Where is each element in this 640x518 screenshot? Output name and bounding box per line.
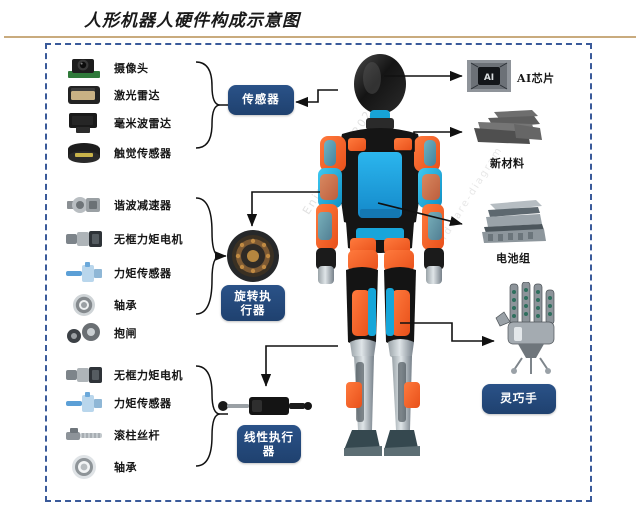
- linear-actuator-group-box[interactable]: 线性执行 器: [237, 425, 301, 463]
- carbon-fiber-sheets-icon: [474, 110, 542, 144]
- component-label: 谐波减速器: [114, 199, 172, 212]
- component-label: 无框力矩电机: [114, 233, 183, 246]
- component-label: 力矩传感器: [114, 267, 172, 280]
- camera-module-icon: [62, 55, 106, 81]
- linear-actuator-module-icon: [218, 397, 312, 415]
- ai-chip-icon: AI: [467, 60, 511, 92]
- dexterous-hand-label: 灵巧手: [500, 391, 538, 406]
- list-item: 激光雷达: [62, 82, 160, 108]
- sensors-group-label: 传感器: [242, 92, 280, 107]
- list-item: 触觉传感器: [62, 140, 172, 166]
- list-item: 轴承: [62, 454, 137, 480]
- humanoid-robot-illustration: [316, 54, 444, 456]
- list-item: 无框力矩电机: [62, 362, 183, 388]
- list-item: 力矩传感器: [62, 260, 172, 286]
- rotary-actuator-module-icon: [227, 230, 279, 282]
- component-label: 激光雷达: [114, 89, 160, 102]
- rotary-actuator-label-line1: 旋转执: [234, 288, 272, 303]
- list-item: 无框力矩电机: [62, 226, 183, 252]
- list-item: 轴承: [62, 292, 137, 318]
- battery-pack-icon: [482, 200, 546, 243]
- list-item: 力矩传感器: [62, 390, 172, 416]
- bearing-icon: [62, 292, 106, 318]
- rotary-actuator-label-line2: 行器: [240, 303, 266, 317]
- list-item: 毫米波雷达: [62, 110, 172, 136]
- bearing-icon: [62, 454, 106, 480]
- component-label: 摄像头: [114, 62, 149, 75]
- component-label: 抱闸: [114, 327, 137, 340]
- robot-hand-icon: [495, 282, 555, 374]
- brake-icon: [62, 320, 106, 346]
- component-label: 触觉传感器: [114, 147, 172, 160]
- diagram-panel: [45, 43, 592, 502]
- page-title: 人形机器人硬件构成示意图: [84, 11, 300, 31]
- sensors-group-box[interactable]: 传感器: [228, 85, 294, 115]
- mmwave-radar-icon: [62, 110, 106, 136]
- ai-chip-label: AI芯片: [517, 72, 555, 85]
- list-item: 抱闸: [62, 320, 137, 346]
- tactile-sensor-icon: [62, 140, 106, 166]
- dexterous-hand-group-box[interactable]: 灵巧手: [482, 384, 556, 414]
- component-label: 毫米波雷达: [114, 117, 172, 130]
- title-divider: [4, 36, 636, 38]
- roller-screw-icon: [62, 422, 106, 448]
- list-item: 摄像头: [62, 55, 149, 81]
- list-item: 谐波减速器: [62, 192, 172, 218]
- linear-actuator-label-line1: 线性执行: [244, 429, 294, 444]
- torque-sensor-icon: [62, 390, 106, 416]
- harmonic-reducer-icon: [62, 192, 106, 218]
- component-label: 无框力矩电机: [114, 369, 183, 382]
- linear-actuator-label-line2: 器: [262, 444, 276, 458]
- svg-text:AI: AI: [484, 73, 494, 83]
- frameless-torque-motor-icon: [62, 226, 106, 252]
- rotary-actuator-group-box[interactable]: 旋转执 行器: [221, 285, 285, 321]
- new-material-label: 新材料: [490, 157, 525, 170]
- component-label: 滚柱丝杆: [114, 429, 160, 442]
- list-item: 滚柱丝杆: [62, 422, 160, 448]
- lidar-icon: [62, 82, 106, 108]
- component-label: 力矩传感器: [114, 397, 172, 410]
- component-label: 轴承: [114, 461, 137, 474]
- torque-sensor-icon: [62, 260, 106, 286]
- battery-pack-label: 电池组: [496, 252, 531, 265]
- frameless-torque-motor-icon: [62, 362, 106, 388]
- component-label: 轴承: [114, 299, 137, 312]
